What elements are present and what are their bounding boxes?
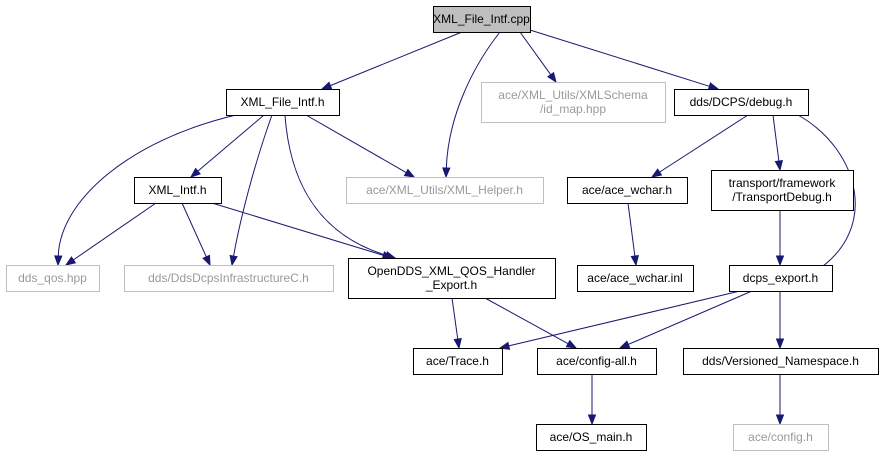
node-label: ace/config.h <box>748 430 813 444</box>
node-label: transport/framework <box>729 176 837 190</box>
node-dds-dcps-debug-h[interactable]: dds/DCPS/debug.h <box>674 89 809 116</box>
node-label: XML_File_Intf.cpp <box>433 12 530 26</box>
node-box <box>577 265 694 292</box>
node-box <box>481 82 666 123</box>
edge-xml-file-intf-h-to-dds-qos-hpp <box>54 114 237 267</box>
edge-xml-file-intf-h-to-ace-xml-utils-xml-helper-h <box>305 114 416 178</box>
edge-xml-file-intf-cpp-to-dds-dcps-debug-h <box>529 29 720 91</box>
edge-xml-file-intf-cpp-to-ace-xml-utils-xmlschema-id-map-hpp <box>519 31 557 84</box>
edge-dcps-export-h-to-ace-trace-h <box>498 290 741 350</box>
edge-xml-intf-h-to-dds-ddsdcpsinfrastructurec-h <box>181 202 211 267</box>
node-box <box>711 170 854 211</box>
node-box <box>348 258 556 299</box>
node-label: dds/DdsDcpsInfrastructureC.h <box>148 271 309 285</box>
edge-dds-dcps-debug-h-to-ace-ace-wchar-h <box>650 114 749 178</box>
node-dds-ddsdcpsinfrastructurec-h: dds/DdsDcpsInfrastructureC.h <box>124 265 334 292</box>
node-ace-config-all-h[interactable]: ace/config-all.h <box>537 348 657 375</box>
node-box <box>683 348 879 375</box>
edge-xml-file-intf-cpp-to-ace-xml-utils-xml-helper-h <box>442 31 501 179</box>
node-xml-file-intf-h[interactable]: XML_File_Intf.h <box>226 89 340 116</box>
edge-dcps-export-h-to-dds-versioned-namespace-h <box>775 291 785 350</box>
node-openddds-xml-qos-handler-export-h[interactable]: OpenDDS_XML_QOS_Handler_Export.h <box>348 258 556 299</box>
node-label: OpenDDS_XML_QOS_Handler <box>367 264 535 278</box>
node-ace-trace-h[interactable]: ace/Trace.h <box>413 348 503 375</box>
node-ace-xml-utils-xml-helper-h: ace/XML_Utils/XML_Helper.h <box>346 177 544 204</box>
edge-xml-file-intf-h-to-xml-intf-h <box>189 114 265 178</box>
edge-xml-intf-h-to-dds-qos-hpp <box>64 202 157 266</box>
node-box <box>733 424 829 451</box>
edges-layer <box>54 29 856 426</box>
edge-ace-ace-wchar-h-to-ace-ace-wchar-inl <box>627 202 639 267</box>
node-label: ace/ace_wchar.h <box>582 183 672 197</box>
node-dds-versioned-namespace-h[interactable]: dds/Versioned_Namespace.h <box>683 348 879 375</box>
node-box <box>6 265 100 292</box>
node-label: ace/ace_wchar.inl <box>587 271 682 285</box>
node-label: ace/Trace.h <box>426 354 489 368</box>
edge-dcps-export-h-to-ace-config-all-h <box>618 290 753 349</box>
node-transport-framework-transportdebug-h[interactable]: transport/framework/TransportDebug.h <box>711 170 854 211</box>
edge-openddds-xml-qos-handler-export-h-to-ace-trace-h <box>451 297 462 350</box>
node-box <box>567 177 688 204</box>
node-label: /id_map.hpp <box>540 102 606 116</box>
node-label: dds_qos.hpp <box>18 271 87 285</box>
node-label: dcps_export.h <box>743 271 818 285</box>
node-box <box>729 265 833 292</box>
node-xml-intf-h[interactable]: XML_Intf.h <box>134 177 222 204</box>
edge-ace-config-all-h-to-ace-os-main-h <box>587 374 597 426</box>
node-label: ace/config-all.h <box>556 354 637 368</box>
node-label: ace/OS_main.h <box>550 430 633 444</box>
edge-transport-framework-transportdebug-h-to-dcps-export-h <box>775 210 785 267</box>
node-label: XML_Intf.h <box>148 183 206 197</box>
node-ace-ace-wchar-inl[interactable]: ace/ace_wchar.inl <box>577 265 694 292</box>
node-box <box>134 177 222 204</box>
node-label: ace/XML_Utils/XMLSchema <box>498 88 648 102</box>
edge-dds-dcps-debug-h-to-transport-framework-transportdebug-h <box>772 114 783 172</box>
node-label: ace/XML_Utils/XML_Helper.h <box>366 183 523 197</box>
node-label: dds/DCPS/debug.h <box>690 95 793 109</box>
node-ace-xml-utils-xmlschema-id-map-hpp: ace/XML_Utils/XMLSchema/id_map.hpp <box>481 82 666 123</box>
node-box <box>124 265 334 292</box>
node-box <box>433 6 531 33</box>
node-box <box>674 89 809 116</box>
node-box <box>537 348 657 375</box>
edge-xml-file-intf-h-to-dds-ddsdcpsinfrastructurec-h <box>229 114 273 267</box>
edge-xml-file-intf-cpp-to-xml-file-intf-h <box>320 31 463 90</box>
node-label: XML_File_Intf.h <box>240 95 324 109</box>
node-box <box>536 424 647 451</box>
edge-dds-versioned-namespace-h-to-ace-config-h <box>775 374 785 426</box>
node-xml-file-intf-cpp[interactable]: XML_File_Intf.cpp <box>433 6 531 33</box>
node-ace-ace-wchar-h[interactable]: ace/ace_wchar.h <box>567 177 688 204</box>
node-ace-config-h: ace/config.h <box>733 424 829 451</box>
node-box <box>346 177 544 204</box>
node-dcps-export-h[interactable]: dcps_export.h <box>729 265 833 292</box>
node-label: dds/Versioned_Namespace.h <box>702 354 859 368</box>
node-dds-qos-hpp: dds_qos.hpp <box>6 265 100 292</box>
node-label: _Export.h <box>425 278 477 292</box>
node-box <box>226 89 340 116</box>
node-box <box>413 348 503 375</box>
node-ace-os-main-h[interactable]: ace/OS_main.h <box>536 424 647 451</box>
node-label: /TransportDebug.h <box>732 190 832 204</box>
edge-openddds-xml-qos-handler-export-h-to-ace-config-all-h <box>484 297 578 349</box>
